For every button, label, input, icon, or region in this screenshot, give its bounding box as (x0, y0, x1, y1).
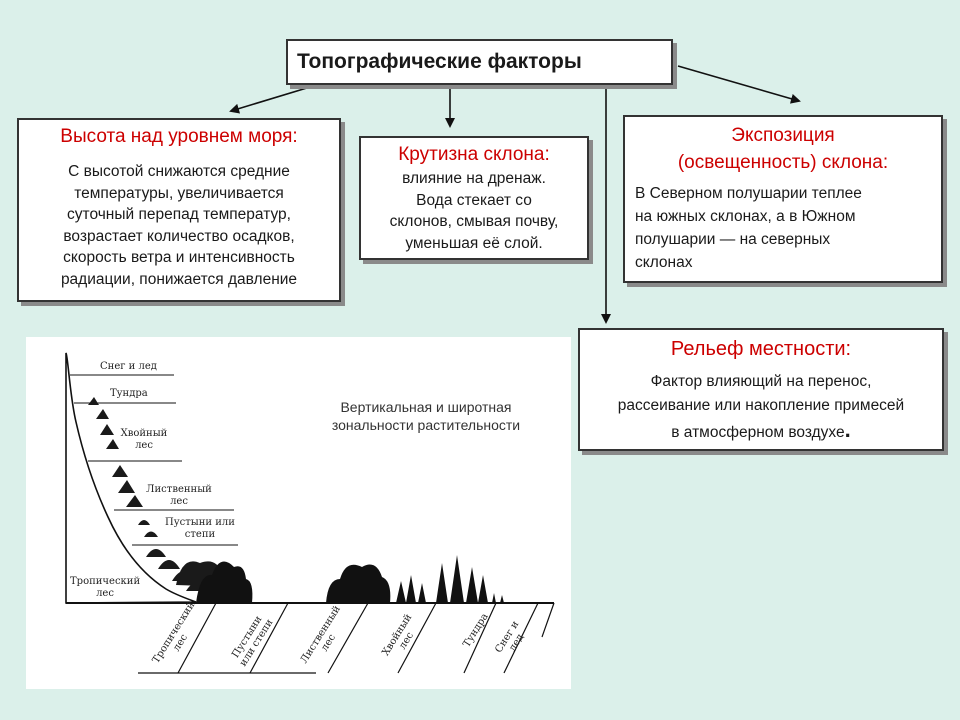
vertical-zone-label: Пустыни или степи (165, 517, 235, 540)
exposure-heading-line1: Экспозиция (731, 125, 835, 146)
vertical-zone-label: Хвойный лес (120, 428, 168, 451)
steepness-box: Крутизна склона: влияние на дренаж. Вода… (359, 136, 589, 260)
relief-line: в атмосферном воздухе (671, 424, 845, 441)
altitude-line: температуры, увеличивается (74, 184, 284, 202)
relief-line: Фактор влияющий на перенос, (650, 373, 872, 390)
relief-line-last: в атмосферном воздухе. (588, 418, 934, 445)
vertical-zone-label: Тундра (110, 388, 148, 399)
relief-line: рассеивание или накопление примесей (617, 397, 905, 414)
vertical-zone-label: Снег и лед (100, 361, 157, 372)
arrow-to-altitude (229, 83, 321, 114)
relief-heading: Рельеф местности: (670, 338, 852, 360)
relief-end-mark: . (844, 417, 851, 442)
latitudinal-vegetation (196, 555, 504, 603)
vegetation-zonality-diagram: Вертикальная и широтная зональности раст… (26, 337, 571, 689)
vertical-zone-label: Тропический лес (70, 576, 141, 599)
topographic-factors-title: Топографические факторы (286, 39, 673, 85)
steepness-heading: Крутизна склона: (398, 144, 550, 165)
steepness-line: Вода стекает со (416, 191, 532, 209)
altitude-heading: Высота над уровнем моря: (60, 126, 298, 147)
exposure-line: склонах (635, 254, 693, 271)
exposure-line: полушарии — на северных (635, 231, 831, 248)
exposure-line: В Северном полушарии теплее (635, 185, 862, 202)
steepness-line: склонов, смывая почву, (389, 213, 559, 230)
steepness-line: влияние на дренаж. (402, 170, 546, 187)
altitude-description: С высотой снижаются средние температуры,… (25, 161, 333, 290)
relief-box: Рельеф местности: Фактор влияющий на пер… (578, 328, 944, 451)
exposure-line: на южных склонах, а в Южном (635, 208, 856, 225)
caption-line: зональности растительности (331, 417, 521, 433)
relief-description: Фактор влияющий на перенос, рассеивание … (588, 370, 934, 445)
exposure-heading-line2: (освещенность) склона: (677, 152, 889, 173)
altitude-line: радиации, понижается давление (60, 270, 298, 288)
mountain-slope (65, 352, 197, 604)
altitude-line: скорость ветра и интенсивность (63, 249, 295, 266)
altitude-line: возрастает количество осадков, (63, 227, 295, 245)
altitude-line: суточный перепад температур, (67, 206, 291, 223)
altitude-box: Высота над уровнем моря: С высотой снижа… (17, 118, 341, 302)
diagram-illustration (65, 352, 555, 674)
altitude-line: С высотой снижаются средние (68, 163, 290, 180)
caption-line: Вертикальная и широтная (340, 399, 512, 415)
steepness-description: влияние на дренаж. Вода стекает со склон… (367, 168, 581, 254)
diagram-caption: Вертикальная и широтная зональности раст… (296, 398, 556, 434)
vertical-zone-label: Лиственный лес (146, 484, 212, 507)
latitudinal-dividers (138, 602, 555, 674)
exposure-description: В Северном полушарии теплее на южных скл… (635, 182, 931, 274)
arrow-to-exposure (677, 65, 801, 104)
exposure-box: Экспозиция (освещенность) склона: В Севе… (623, 115, 943, 283)
title-text: Топографические факторы (297, 50, 582, 73)
steepness-line: уменьшая её слой. (405, 234, 543, 252)
